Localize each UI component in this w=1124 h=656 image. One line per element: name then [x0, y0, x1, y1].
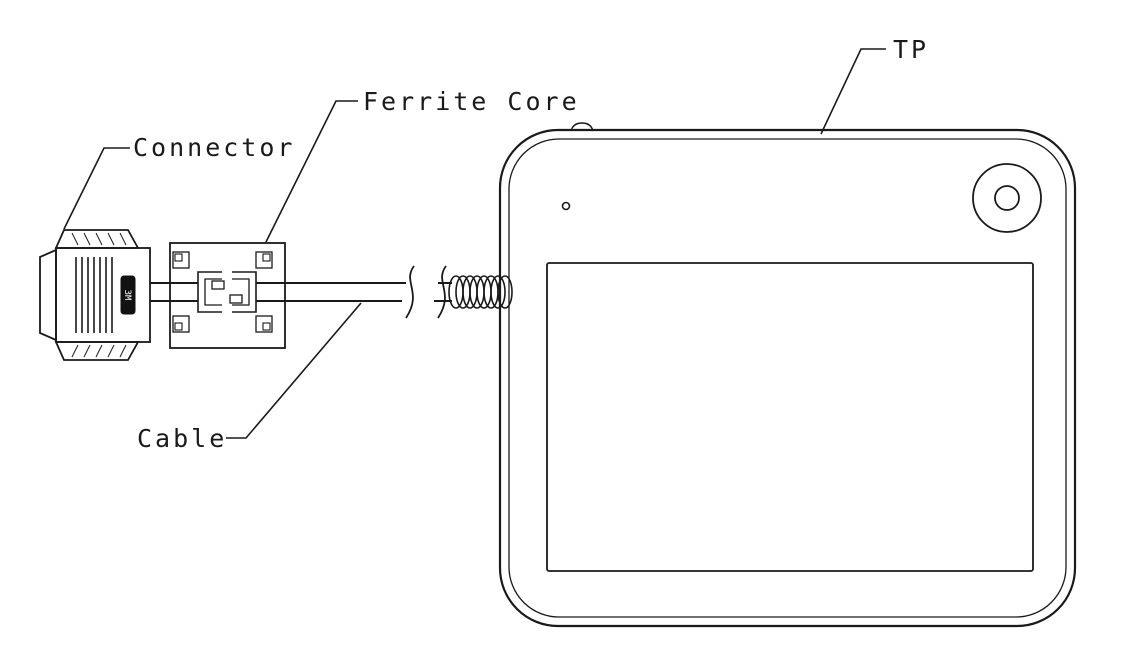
connector-leader-line	[63, 147, 130, 230]
ferrite-corner-latches	[172, 251, 273, 333]
ferrite-latch-inner	[174, 322, 183, 331]
connector-body	[55, 247, 151, 343]
connector: 3M	[39, 229, 151, 361]
connector-bottom-cap	[54, 341, 140, 361]
tp-leader-line	[820, 48, 886, 135]
clip-backing	[198, 272, 256, 312]
ferrite-latch-inner	[262, 253, 271, 262]
ferrite-core-label: Ferrite Core	[363, 87, 580, 116]
clip-right-inner	[232, 278, 250, 306]
connector-brand-badge	[120, 275, 136, 315]
connector-grip-ridges	[75, 257, 113, 333]
camera-inner-circle	[994, 185, 1020, 211]
connector-mating-face	[39, 248, 57, 342]
ferrite-core	[169, 242, 286, 349]
ferrite-core-leader-line	[265, 100, 358, 243]
led-indicator-dot	[561, 201, 571, 211]
ferrite-latch	[255, 251, 273, 269]
ferrite-center-clips	[197, 271, 257, 313]
ferrite-latch	[172, 315, 190, 333]
coil-loop	[490, 275, 506, 309]
clip-left-outer	[197, 271, 222, 313]
ferrite-core-outline	[169, 242, 286, 349]
camera-outer-circle	[972, 163, 1042, 233]
clip-hook	[229, 294, 243, 304]
device-outer-outline	[498, 128, 1077, 628]
clip-left-inner	[204, 278, 222, 306]
ferrite-latch	[255, 315, 273, 333]
cable-coil-strain-relief	[448, 275, 513, 309]
connector-brand-label: 3M	[122, 290, 132, 301]
clip-right-outer	[232, 271, 257, 313]
device-screen	[546, 262, 1034, 572]
device-top-button	[570, 122, 594, 132]
ferrite-latch-inner	[262, 322, 271, 331]
device-inner-outline	[508, 138, 1067, 618]
connector-cap-hatching	[71, 232, 127, 358]
tp-device	[498, 122, 1077, 628]
ferrite-latch	[172, 251, 190, 269]
clip-hook	[211, 280, 225, 290]
cable	[150, 265, 513, 319]
connector-label: Connector	[133, 133, 295, 162]
callouts: Connector Ferrite Core Cable TP	[63, 35, 929, 453]
connector-top-cap	[54, 229, 140, 249]
cable-leader-line	[226, 302, 362, 439]
cable-label: Cable	[137, 424, 227, 453]
cable-break-symbol	[405, 265, 415, 319]
tp-label: TP	[893, 35, 929, 64]
ferrite-latch-inner	[174, 253, 183, 262]
coil-loop	[497, 275, 513, 309]
cable-break-symbol	[437, 265, 447, 319]
